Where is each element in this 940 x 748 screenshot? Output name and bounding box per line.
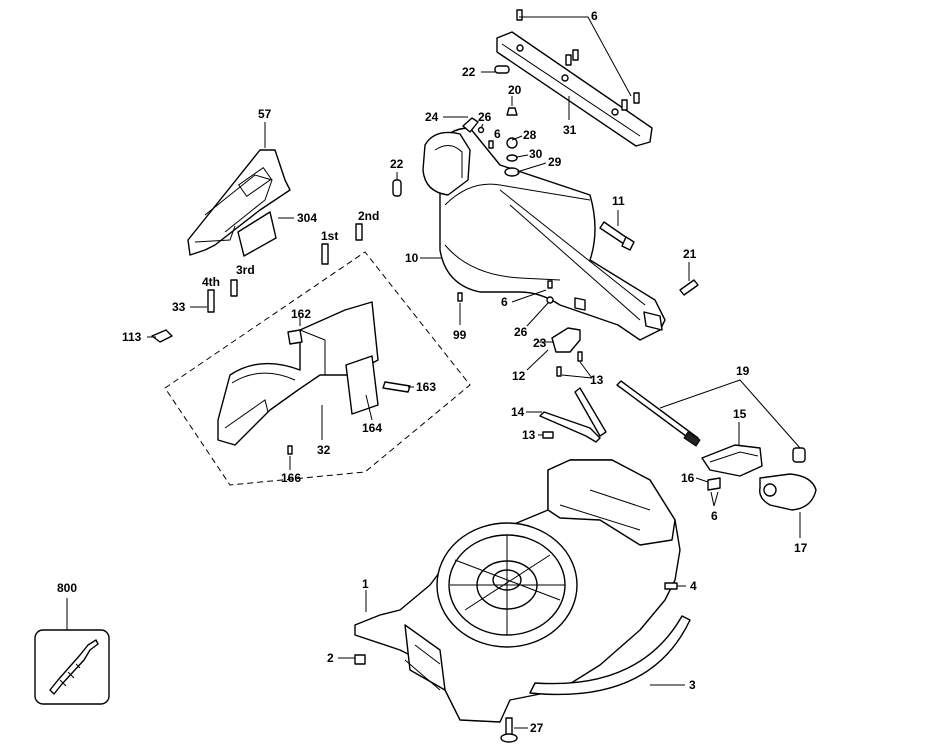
- screw-26: [477, 126, 485, 134]
- callout-166: 166: [281, 471, 301, 485]
- screw-166: [287, 445, 293, 455]
- callout-99: 99: [453, 328, 467, 342]
- callout-31: 31: [563, 123, 577, 137]
- callout-6-top: 6: [591, 9, 598, 23]
- callout-15: 15: [733, 407, 747, 421]
- callout-13-left: 13: [522, 428, 536, 442]
- callout-12: 12: [512, 369, 526, 383]
- washer-30: [506, 154, 518, 162]
- callout-16: 16: [681, 471, 695, 485]
- screw-13b: [577, 351, 583, 362]
- decal-304: [237, 211, 277, 257]
- callout-29: 29: [548, 155, 562, 169]
- fence-part: [496, 31, 653, 147]
- kerf-plate-3: [529, 615, 691, 696]
- callout-20: 20: [508, 83, 522, 97]
- guard-57: [187, 149, 291, 256]
- callout-10: 10: [405, 251, 419, 265]
- callout-30: 30: [529, 147, 543, 161]
- callout-57: 57: [258, 107, 272, 121]
- callout-23: 23: [533, 336, 547, 350]
- washer-26-low: [546, 296, 554, 304]
- screw-parts-top: [516, 9, 640, 111]
- callout-24: 24: [425, 110, 439, 124]
- screw-4: [664, 582, 678, 590]
- callout-17: 17: [794, 541, 808, 555]
- latch-23: [551, 327, 581, 353]
- callout-13-right: 13: [590, 373, 604, 387]
- upper-arm-10: [422, 127, 666, 341]
- pin-22-left: [392, 179, 402, 197]
- callout-1: 1: [362, 577, 369, 591]
- callout-304: 304: [297, 211, 317, 225]
- callout-6-low: 6: [501, 295, 508, 309]
- callout-2: 2: [327, 651, 334, 665]
- callout-162: 162: [291, 307, 311, 321]
- pin-11: [599, 221, 635, 251]
- lever-14: [539, 387, 607, 443]
- callout-33: 33: [172, 300, 186, 314]
- callout-164: 164: [362, 421, 382, 435]
- pin-22-top: [494, 65, 510, 74]
- callout-113: 113: [122, 330, 142, 344]
- callout-27: 27: [530, 721, 544, 735]
- handle-17: [759, 473, 817, 511]
- callout-4th: 4th: [202, 275, 220, 289]
- callout-3rd: 3rd: [236, 263, 255, 277]
- clip-16: [707, 477, 721, 491]
- callout-28: 28: [523, 128, 537, 142]
- screw-6: [488, 140, 494, 149]
- screw-13a: [556, 366, 562, 377]
- callout-3: 3: [689, 678, 696, 692]
- tool-800-inset: [34, 629, 110, 705]
- bracket-15: [701, 444, 763, 477]
- lower-guard-32: [217, 301, 379, 446]
- callout-6-small: 6: [711, 509, 718, 523]
- bracket-24: [462, 117, 479, 133]
- callout-4: 4: [690, 579, 697, 593]
- bolt-27: [500, 717, 518, 743]
- pin-163: [382, 381, 411, 393]
- callout-labels: 6 22 20 24 26 6 28 30 29 31 22 11 10 21 …: [57, 9, 808, 735]
- callout-26-top: 26: [478, 110, 492, 124]
- screw-2: [354, 654, 366, 665]
- callout-11: 11: [612, 194, 625, 208]
- callout-163: 163: [416, 380, 436, 394]
- callout-32: 32: [317, 443, 331, 457]
- callout-14: 14: [511, 405, 525, 419]
- pin-21: [679, 279, 699, 296]
- rod-19: [616, 380, 806, 463]
- screw-set: [207, 223, 363, 313]
- plate-164: [345, 355, 379, 415]
- screw-99: [457, 292, 463, 302]
- callout-19: 19: [736, 364, 750, 378]
- callout-6-mid: 6: [494, 127, 501, 141]
- screw-13-left: [542, 431, 554, 439]
- assembly-box: [164, 251, 471, 486]
- base-1: [354, 459, 681, 723]
- callout-22-left: 22: [390, 157, 404, 171]
- knob-113: [151, 329, 173, 343]
- screw-6-low: [547, 280, 553, 289]
- callout-2nd: 2nd: [358, 209, 379, 223]
- callout-21: 21: [683, 247, 697, 261]
- part-162: [287, 329, 303, 345]
- callout-26-low: 26: [514, 325, 528, 339]
- callout-22-top: 22: [462, 65, 476, 79]
- knob-28: [506, 137, 518, 149]
- knob-20: [506, 107, 518, 116]
- callout-1st: 1st: [321, 229, 338, 243]
- callout-800: 800: [57, 581, 77, 595]
